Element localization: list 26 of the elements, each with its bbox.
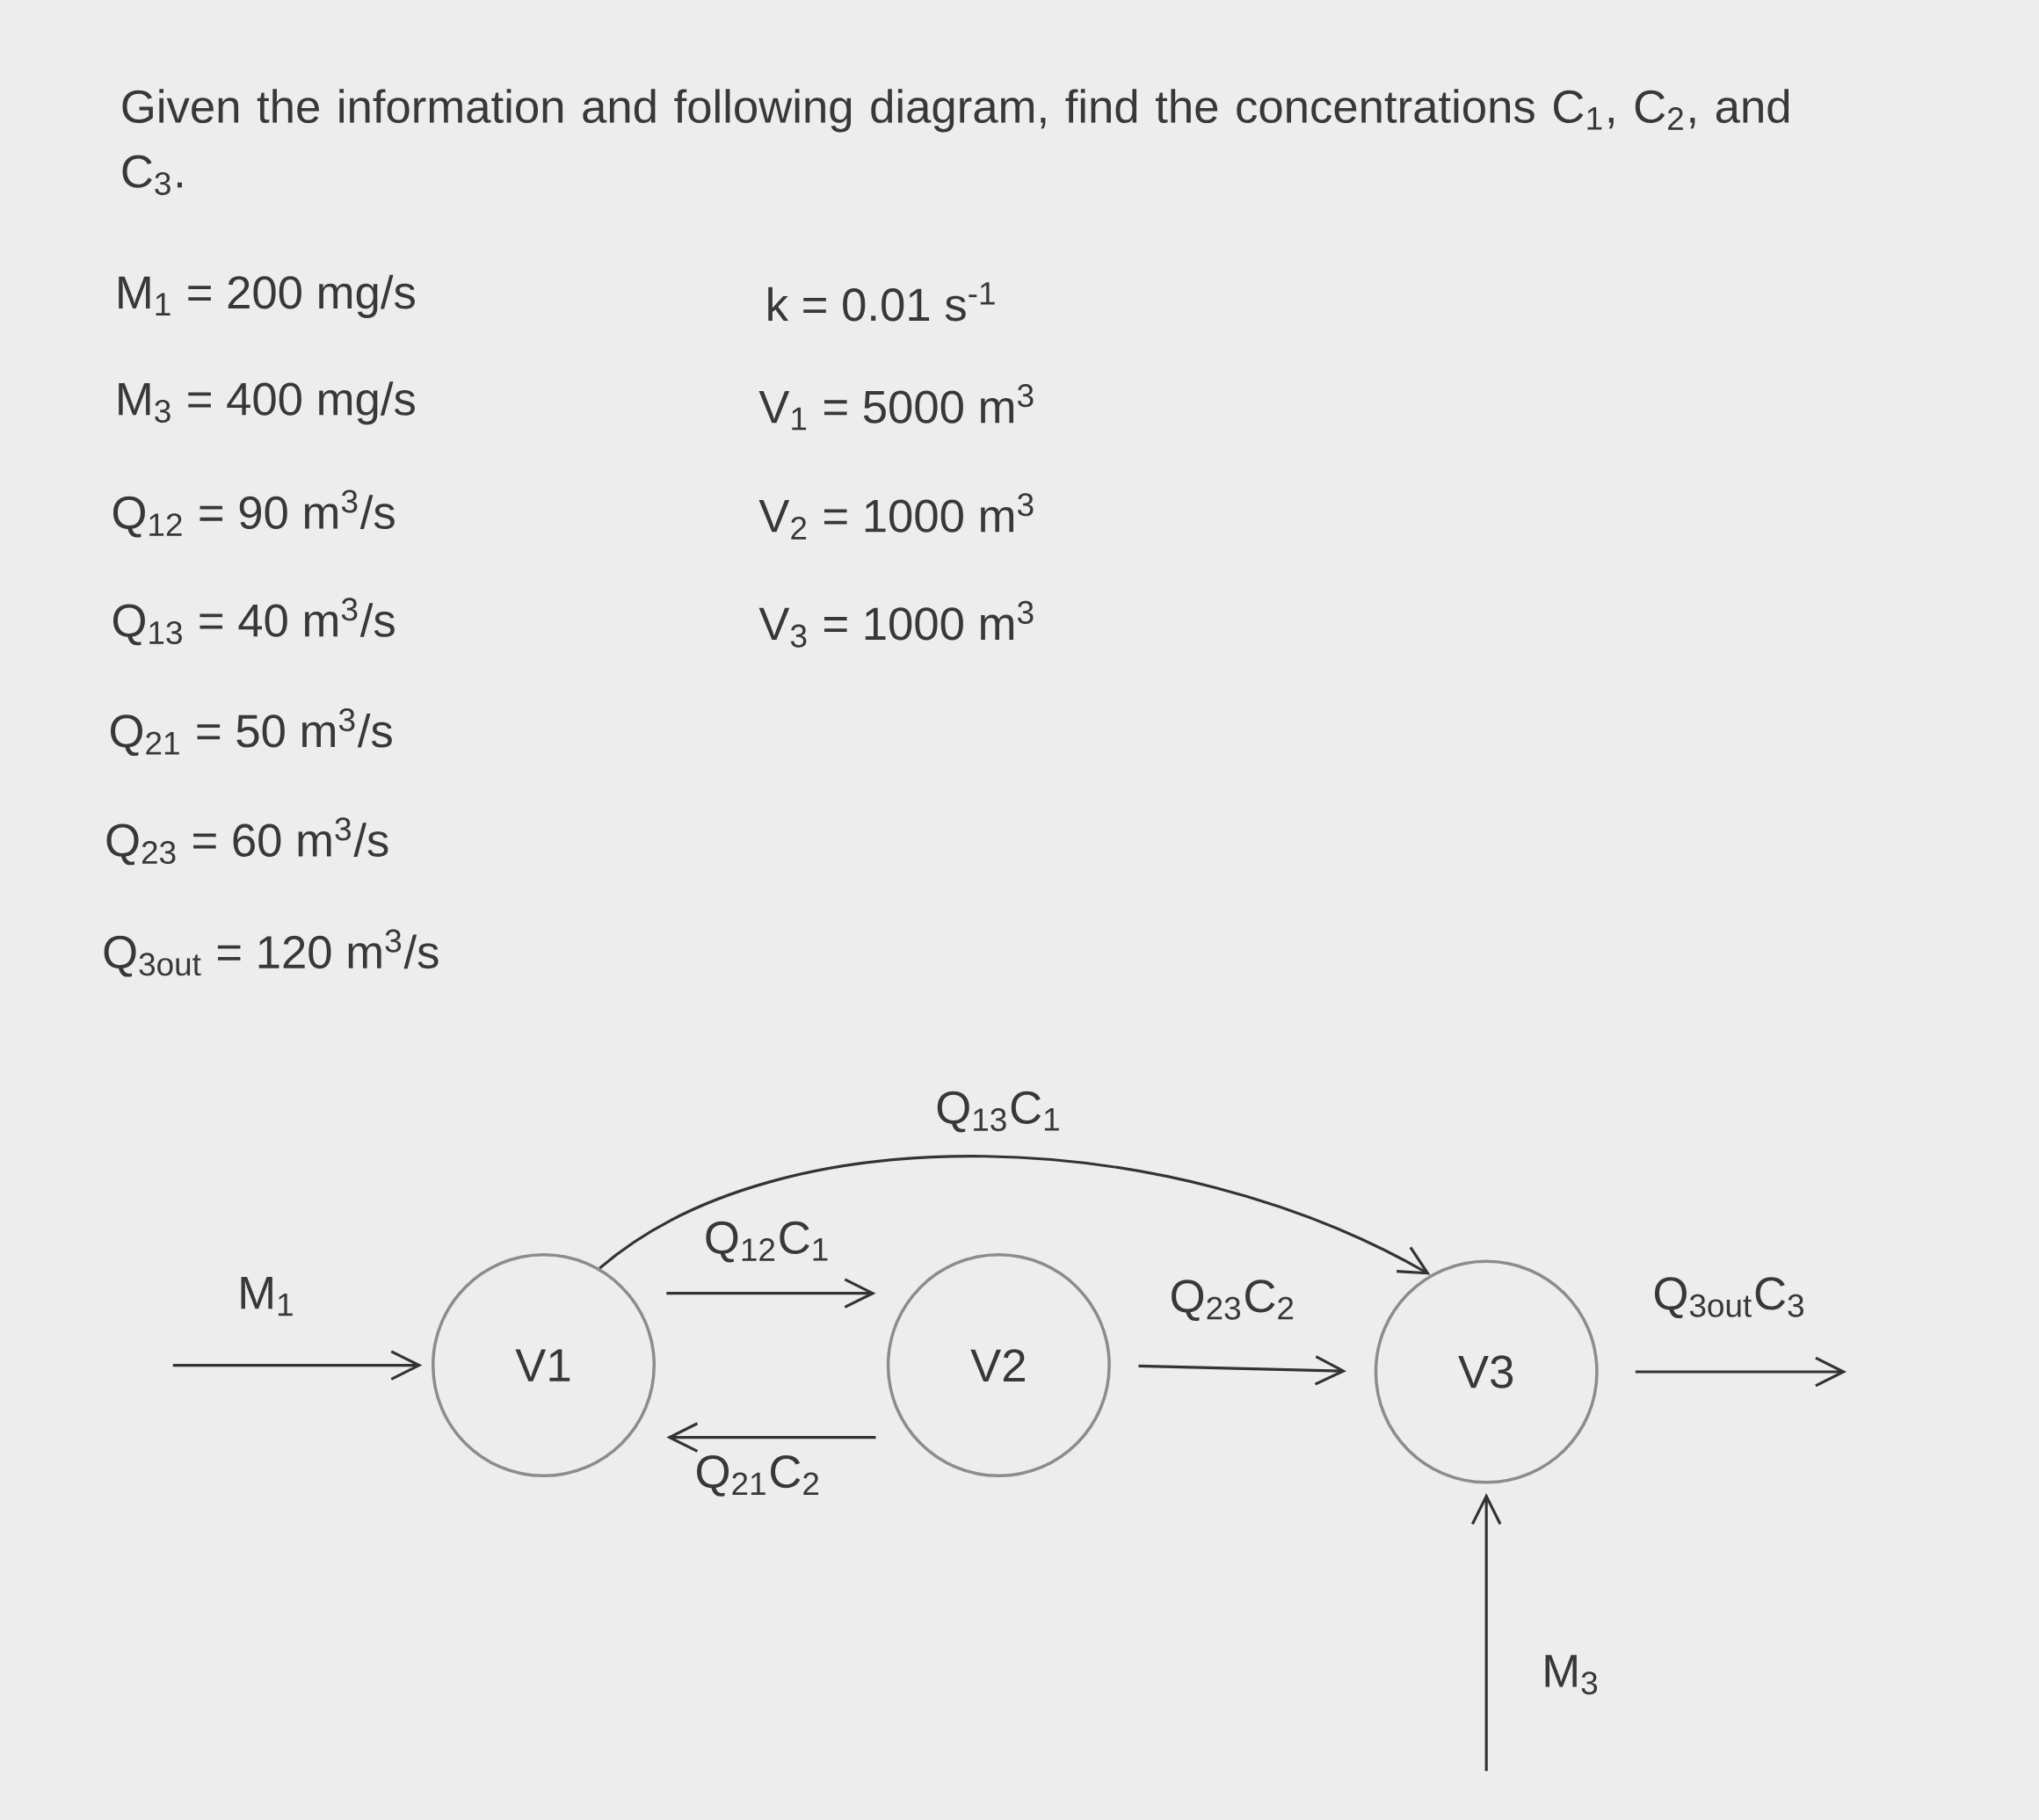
arrow (666, 1422, 876, 1453)
given-value: Q$_{3out}$ = 120 m$^{3}$/s (104, 929, 439, 977)
given-value: V$_{3}$ = 1000 m$^{3}$ (758, 600, 1034, 648)
arrow (1635, 1356, 1847, 1387)
given-value: M$_{1}$ = 200 mg/s (119, 274, 415, 318)
arrow (666, 1278, 876, 1309)
given-value: Q$_{23}$ = 60 m$^{3}$/s (106, 817, 388, 866)
edge-label: Q$_{12}$C$_{1}$ (706, 1221, 828, 1263)
edge-label: M$_{1}$ (241, 1276, 293, 1316)
arrow (599, 1155, 1431, 1275)
question-text: Given the information and following diagram, find the concentrations C$_{1}$, C$_{2}$, and C$_{3}$. (122, 89, 1789, 195)
edge-label: M$_{3}$ (1545, 1655, 1598, 1695)
edge-label: Q$_{3out}$C$_{3}$ (1654, 1277, 1803, 1318)
arrow (1470, 1492, 1502, 1771)
given-value: Q$_{13}$ = 40 m$^{3}$/s (112, 598, 395, 646)
given-value: M$_{3}$ = 400 mg/s (119, 381, 415, 424)
arrow (172, 1350, 423, 1381)
given-value: k = 0.01 s$^{-1}$ (768, 281, 995, 322)
edge-label: Q$_{23}$C$_{2}$ (1172, 1280, 1294, 1321)
edge-label: Q$_{21}$C$_{2}$ (697, 1454, 818, 1497)
arrow (1138, 1354, 1347, 1386)
given-value: Q$_{21}$ = 50 m$^{3}$/s (111, 707, 392, 756)
given-value: V$_{2}$ = 1000 m$^{3}$ (758, 493, 1034, 540)
given-value: Q$_{12}$ = 90 m$^{3}$/s (112, 489, 395, 538)
edge-label: Q$_{13}$C$_{1}$ (937, 1091, 1059, 1133)
given-value: V$_{1}$ = 5000 m$^{3}$ (758, 383, 1034, 430)
